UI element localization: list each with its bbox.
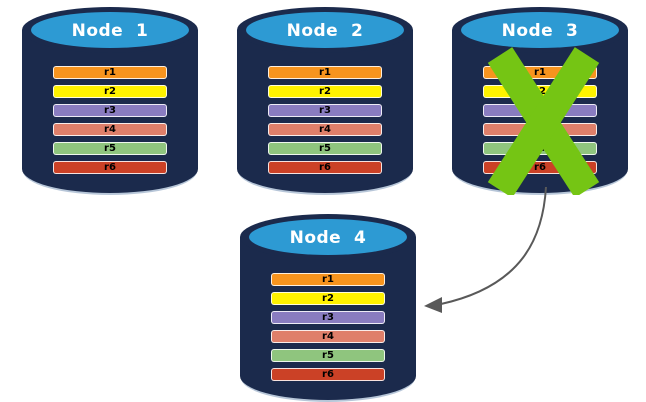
- replica-stack: r1 r2 r3 r4 r5 r6: [268, 66, 382, 180]
- replica-bar-r1: r1: [268, 66, 382, 79]
- replica-bar-r2: r2: [53, 85, 167, 98]
- node-title: Node 1: [71, 21, 149, 41]
- replica-bar-r1: r1: [53, 66, 167, 79]
- replica-stack: r1 r2 r3 r4 r5 r6: [53, 66, 167, 180]
- replica-bar-r6: r6: [268, 161, 382, 174]
- replica-bar-r5: r5: [271, 349, 385, 362]
- replica-bar-r4: r4: [271, 330, 385, 343]
- replica-bar-r3: r3: [53, 104, 167, 117]
- node-title: Node 2: [286, 21, 364, 41]
- replica-bar-r6: r6: [53, 161, 167, 174]
- replica-bar-r3: r3: [271, 311, 385, 324]
- replica-bar-r3: r3: [268, 104, 382, 117]
- node-title: Node 3: [501, 21, 579, 41]
- replica-bar-r1: r1: [271, 273, 385, 286]
- node-2: Node 2 r1 r2 r3 r4 r5 r6: [237, 5, 413, 195]
- replica-bar-r4: r4: [53, 123, 167, 136]
- replica-stack: r1 r2 r3 r4 r5 r6: [271, 273, 385, 387]
- failure-x-icon: [487, 47, 600, 195]
- node-4: Node 4 r1 r2 r3 r4 r5 r6: [240, 212, 416, 402]
- node-3: Node 3 r1 r2 r3 r4 r5 r6: [452, 5, 628, 195]
- node-1: Node 1 r1 r2 r3 r4 r5 r6: [22, 5, 198, 195]
- node-title: Node 4: [289, 228, 367, 248]
- replica-bar-r5: r5: [53, 142, 167, 155]
- replica-bar-r6: r6: [271, 368, 385, 381]
- replica-bar-r2: r2: [271, 292, 385, 305]
- replica-bar-r5: r5: [268, 142, 382, 155]
- replica-bar-r2: r2: [268, 85, 382, 98]
- replica-bar-r4: r4: [268, 123, 382, 136]
